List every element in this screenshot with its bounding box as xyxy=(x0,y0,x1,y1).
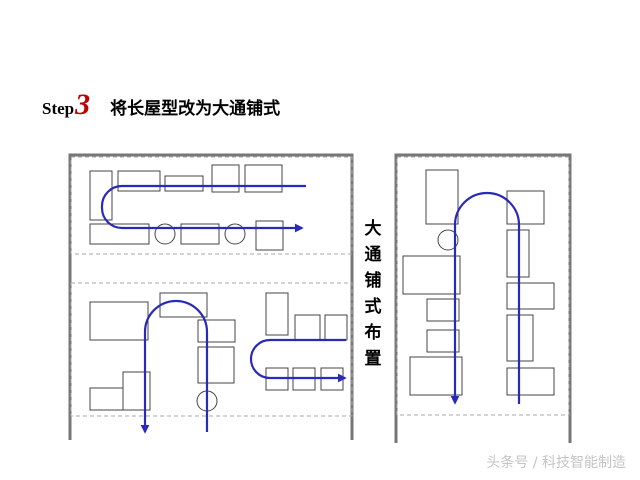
right-panel-frame xyxy=(394,153,572,443)
machine-box xyxy=(164,175,204,192)
label-char: 大 xyxy=(364,219,382,239)
machine-box xyxy=(89,387,124,411)
open-floor-label: 大 通 铺 式 布 置 xyxy=(361,216,385,372)
flow-arrow-upper-out xyxy=(100,184,306,230)
machine-box xyxy=(426,298,460,322)
machine-box xyxy=(409,356,463,396)
zone-right xyxy=(396,156,570,416)
slide-title: Step 3 将长屋型改为大通铺式 xyxy=(42,88,280,128)
step-word: Step xyxy=(42,99,75,118)
machine-box xyxy=(244,164,283,193)
machine-box xyxy=(425,169,459,225)
step-number: 3 xyxy=(75,88,91,121)
label-char: 置 xyxy=(364,349,382,369)
machine-box xyxy=(506,282,555,310)
machine-box xyxy=(255,220,284,251)
flow-arrow-small-u xyxy=(249,338,347,383)
label-char: 布 xyxy=(364,323,382,343)
machine-box xyxy=(117,170,161,192)
machine-box xyxy=(197,319,236,343)
machine-box xyxy=(402,255,461,295)
label-char: 通 xyxy=(364,245,382,265)
zone-upper xyxy=(70,156,353,255)
machine-box xyxy=(426,329,460,353)
zone-lower xyxy=(70,282,353,417)
flow-arrow-big-u xyxy=(450,191,521,405)
machines-lower xyxy=(89,292,348,412)
machine-box xyxy=(294,314,321,341)
label-char: 铺 xyxy=(364,271,382,291)
label-char: 式 xyxy=(364,297,382,317)
machine-box xyxy=(89,301,149,341)
watermark: 头条号 / 科技智能制造 xyxy=(486,455,626,471)
flow-arrows-right xyxy=(450,191,521,405)
machines-upper xyxy=(89,164,284,251)
machine-box xyxy=(89,170,113,221)
machine-box xyxy=(265,292,289,336)
machines-right xyxy=(402,169,555,396)
machine-box xyxy=(197,346,235,384)
flow-arrow-u-turn xyxy=(140,299,209,434)
left-panel xyxy=(68,153,354,440)
title-text: 将长屋型改为大通铺式 xyxy=(110,99,281,119)
machine-round xyxy=(437,229,459,251)
machine-box xyxy=(211,164,240,193)
right-panel xyxy=(394,153,572,443)
machine-box xyxy=(324,314,348,341)
machine-box xyxy=(506,367,555,396)
flow-arrows-left xyxy=(100,184,347,434)
